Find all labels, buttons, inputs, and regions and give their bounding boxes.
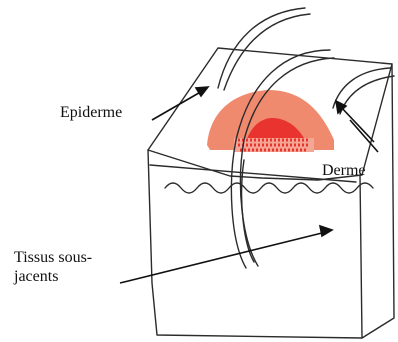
arrow-epiderme-head (196, 87, 208, 96)
dermis-boundary (165, 183, 373, 193)
hair-center (231, 50, 334, 268)
right-side-face (362, 64, 394, 338)
label-tissus-line1: Tissus sous- (14, 248, 92, 267)
label-epiderme: Epiderme (60, 103, 122, 122)
arrow-derme-right (350, 120, 378, 152)
label-tissus-line2: jacents (14, 267, 92, 286)
label-derme: Derme (322, 161, 366, 180)
arrow-derme-left (340, 106, 374, 142)
label-tissus-sous-jacents: Tissus sous- jacents (14, 248, 92, 286)
hair-center-inner (242, 160, 254, 262)
arrow-epiderme (152, 90, 204, 120)
arrow-tissus-head (320, 226, 332, 236)
